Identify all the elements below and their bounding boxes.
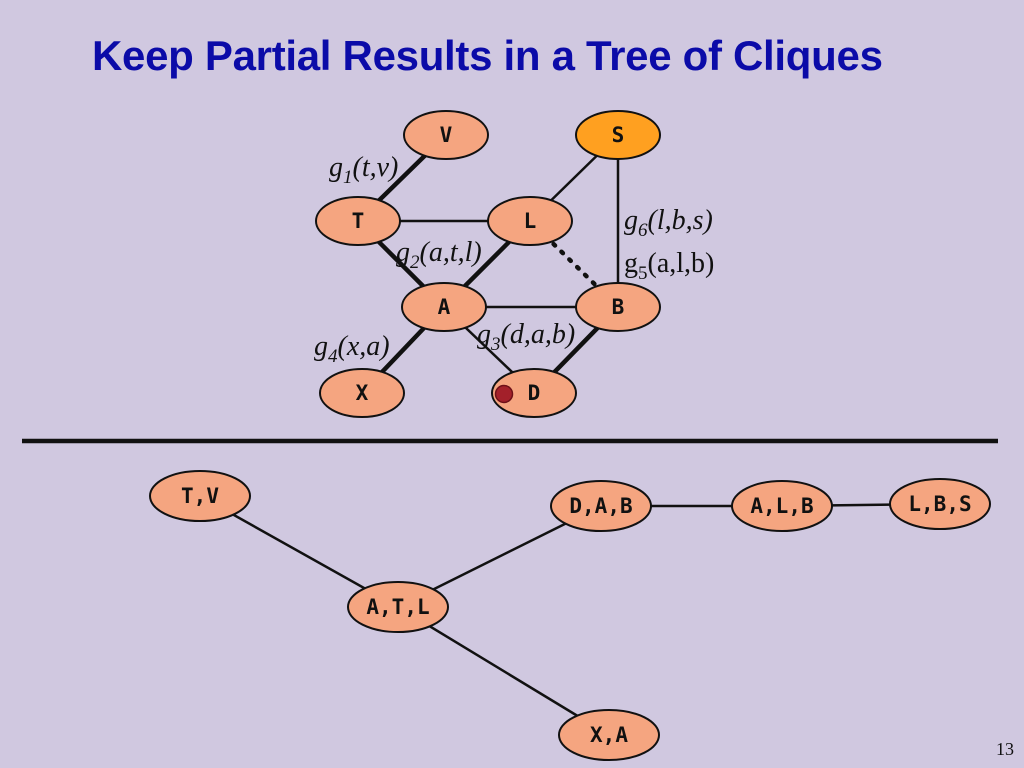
current-position-marker	[494, 384, 514, 404]
network-node-b: B	[575, 282, 661, 332]
factor-g2: g2(a,t,l)	[396, 237, 482, 273]
clique-node-label: T,V	[181, 484, 219, 508]
factor-symbol: g	[329, 152, 343, 183]
clique-edge-atl-xa	[397, 605, 610, 737]
network-node-shape	[575, 110, 661, 160]
network-node-label: D	[528, 381, 541, 405]
network-node-shape	[491, 368, 577, 418]
factor-g3: g3(d,a,b)	[477, 319, 575, 355]
factor-symbol: g	[624, 248, 638, 279]
network-node-label: B	[612, 295, 625, 319]
clique-node-lbs: L,B,S	[889, 478, 991, 530]
factor-g1: g1(t,v)	[329, 152, 398, 188]
clique-node-label: A,L,B	[750, 494, 813, 518]
network-node-l: L	[487, 196, 573, 246]
factor-subscript: 4	[328, 346, 338, 367]
page-number: 13	[996, 739, 1014, 759]
clique-node-label: L,B,S	[908, 492, 971, 516]
factor-subscript: 3	[490, 334, 501, 355]
factor-arguments: (l,b,s)	[648, 205, 713, 236]
factor-symbol: g	[624, 205, 638, 236]
clique-node-label: D,A,B	[569, 494, 632, 518]
factor-symbol: g	[396, 237, 410, 268]
network-node-shape	[403, 110, 489, 160]
network-node-label: X	[356, 381, 369, 405]
clique-node-shape	[347, 581, 449, 633]
factor-subscript: 1	[343, 167, 353, 188]
clique-node-alb: A,L,B	[731, 480, 833, 532]
factor-formulas: g1(t,v)g2(a,t,l)g3(d,a,b)g4(x,a)g5(a,l,b…	[314, 152, 714, 367]
network-node-shape	[401, 282, 487, 332]
factor-subscript: 2	[410, 252, 420, 273]
network-node-d: D	[491, 368, 577, 418]
clique-node-label: X,A	[590, 723, 628, 747]
network-node-label: T	[352, 209, 365, 233]
clique-node-shape	[550, 480, 652, 532]
clique-node-shape	[558, 709, 660, 761]
factor-arguments: (a,l,b)	[648, 248, 715, 279]
factor-g5: g5(a,l,b)	[624, 248, 714, 284]
clique-node-shape	[149, 470, 251, 522]
factor-symbol: g	[314, 331, 328, 362]
factor-subscript: 6	[638, 220, 648, 241]
network-node-shape	[487, 196, 573, 246]
network-node-v: V	[403, 110, 489, 160]
clique-tree-edges	[199, 494, 941, 737]
network-node-label: S	[612, 123, 625, 147]
factor-g4: g4(x,a)	[314, 331, 390, 367]
network-node-a: A	[401, 282, 487, 332]
network-node-label: V	[440, 123, 453, 147]
clique-node-xa: X,A	[558, 709, 660, 761]
network-node-x: X	[319, 368, 405, 418]
clique-node-dab: D,A,B	[550, 480, 652, 532]
clique-node-shape	[889, 478, 991, 530]
network-node-label: A	[438, 295, 451, 319]
network-node-shape	[319, 368, 405, 418]
network-node-t: T	[315, 196, 401, 246]
factor-arguments: (t,v)	[353, 152, 399, 183]
clique-node-label: A,T,L	[366, 595, 429, 619]
network-node-shape	[315, 196, 401, 246]
factor-symbol: g	[477, 319, 491, 350]
slide-title: Keep Partial Results in a Tree of Clique…	[92, 32, 883, 79]
network-nodes: V S T L A B X D	[315, 110, 661, 418]
factor-g6: g6(l,b,s)	[624, 205, 713, 241]
clique-tree-nodes: T,V A,T,L X,A D,A,B A,L,B L,B,S	[149, 470, 991, 761]
network-node-s: S	[575, 110, 661, 160]
network-node-shape	[575, 282, 661, 332]
factor-arguments: (a,t,l)	[420, 237, 482, 268]
clique-node-tv: T,V	[149, 470, 251, 522]
factor-subscript: 5	[638, 263, 648, 284]
network-node-label: L	[524, 209, 537, 233]
factor-arguments: (d,a,b)	[501, 319, 576, 350]
clique-node-atl: A,T,L	[347, 581, 449, 633]
factor-arguments: (x,a)	[338, 331, 390, 362]
clique-node-shape	[731, 480, 833, 532]
